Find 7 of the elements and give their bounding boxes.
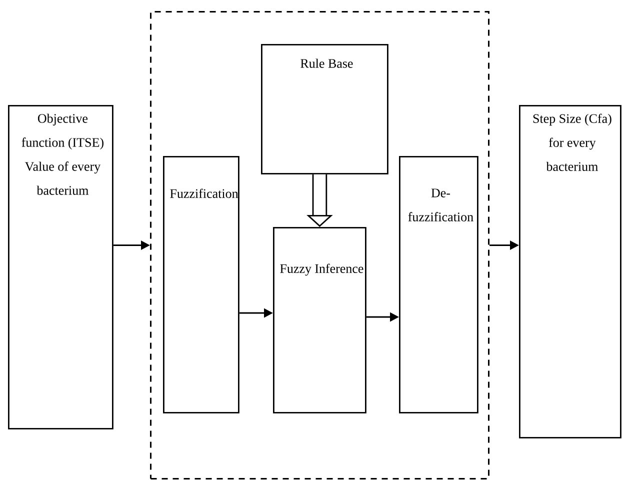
output-box: Step Size (Cfa) for every bacterium [519, 105, 622, 438]
process-box: Fuzzification [163, 156, 240, 414]
process-box: De-fuzzification [399, 156, 478, 414]
dashed-frame [150, 11, 490, 480]
process-box: Fuzzy Inference [273, 227, 366, 414]
input-box: Objective function (ITSE) Value of every bacterium [8, 105, 114, 430]
process-box: Rule Base [261, 44, 388, 174]
